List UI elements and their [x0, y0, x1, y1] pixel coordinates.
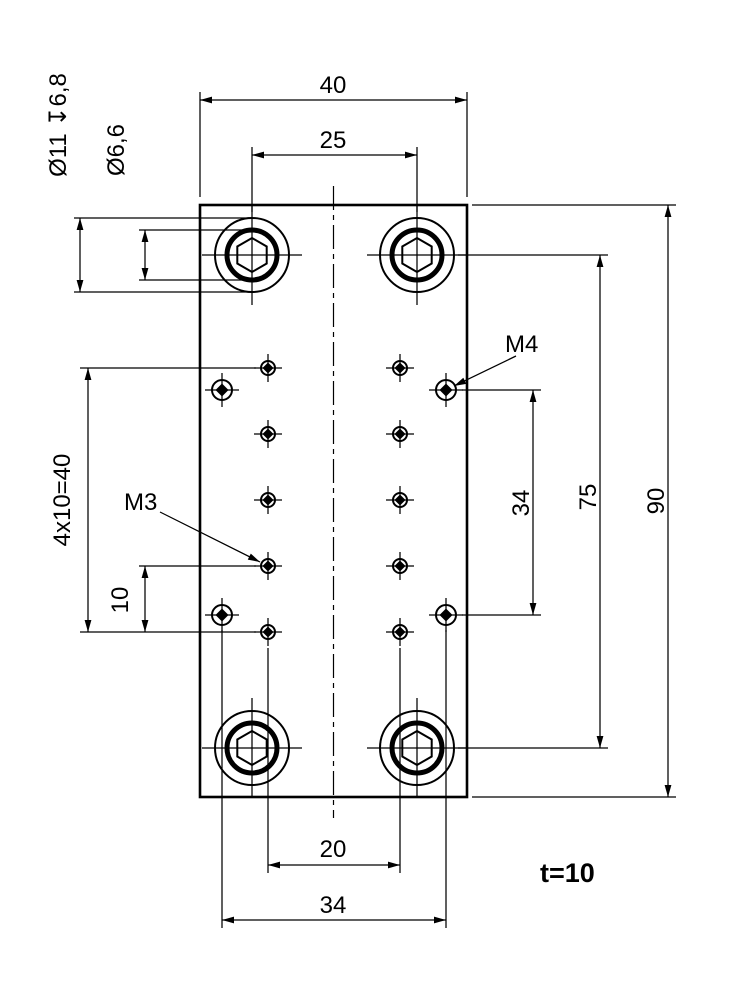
callout-thickness: t=10 — [540, 858, 595, 888]
counterbore-hole-bottom-left — [202, 698, 302, 798]
m3-hole — [385, 551, 415, 581]
m4-hole — [428, 597, 464, 633]
dim-label-overall-height: 90 — [643, 488, 670, 515]
counterbore-hole-bottom-right — [367, 698, 467, 798]
counterbore-holes — [202, 205, 467, 798]
dimension-lines — [76, 96, 672, 924]
m4-hole — [204, 597, 240, 633]
callout-m3: M3 — [124, 489, 157, 516]
m3-hole — [385, 617, 415, 647]
m3-hole — [253, 419, 283, 449]
m4-hole — [428, 372, 464, 408]
dimension-labels: 40 25 90 75 34 4x10=40 10 20 34 — [49, 72, 670, 919]
m3-hole — [253, 353, 283, 383]
dim-label-m3-pattern: 4x10=40 — [49, 454, 76, 547]
callout-m4: M4 — [505, 331, 538, 358]
m4-hole — [204, 372, 240, 408]
leader-lines — [159, 355, 517, 563]
dim-label-bottom-m4-pitch: 34 — [320, 892, 347, 919]
callout-counterbore: Ø11 ↧6,8 — [45, 73, 72, 177]
callout-through-hole: Ø6,6 — [103, 124, 130, 176]
m3-hole — [385, 485, 415, 515]
dim-label-hole-pitch-vertical: 75 — [575, 484, 602, 511]
dim-label-top-pitch: 25 — [320, 127, 347, 154]
dim-label-m4-pitch-vertical: 34 — [508, 490, 535, 517]
m4-leader-line — [453, 355, 517, 387]
m3-hole — [253, 617, 283, 647]
m3-hole — [253, 551, 283, 581]
counterbore-hole-top-right — [367, 205, 467, 305]
extension-lines — [74, 92, 676, 928]
m3-hole — [253, 485, 283, 515]
m3-leader-line — [159, 511, 261, 563]
dim-label-top-width: 40 — [320, 72, 347, 99]
counterbore-hole-top-left — [202, 205, 302, 305]
dim-label-m3-pitch: 10 — [107, 587, 134, 614]
m3-hole — [385, 419, 415, 449]
m3-hole — [385, 353, 415, 383]
callout-labels: Ø11 ↧6,8 Ø6,6 M3 M4 t=10 — [45, 73, 595, 888]
dim-label-bottom-m3-pitch: 20 — [320, 836, 347, 863]
